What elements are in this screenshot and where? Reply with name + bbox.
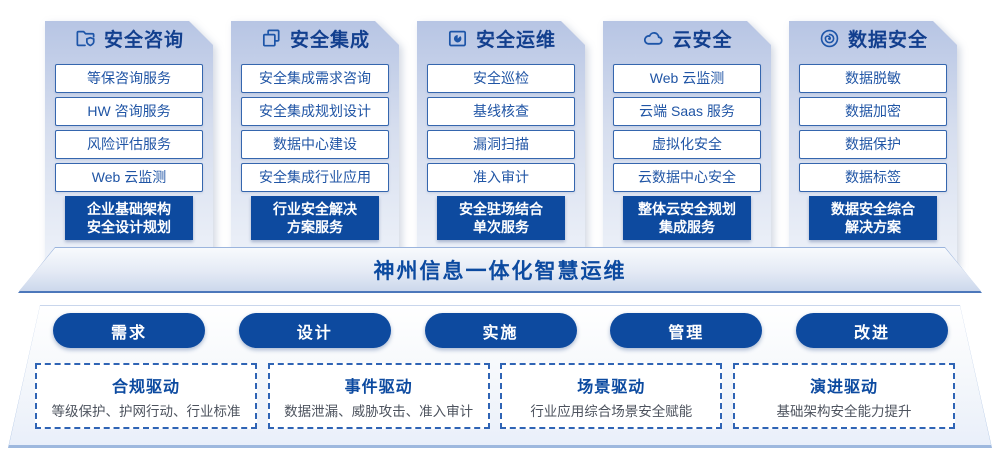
column-footer: 安全驻场结合 单次服务 xyxy=(437,196,565,240)
driver-title: 演进驱动 xyxy=(809,378,878,396)
service-item: 准入审计 xyxy=(427,163,575,192)
phase-pill-design: 设计 xyxy=(238,313,391,348)
column-header: 数据安全 xyxy=(789,21,957,55)
service-item: 虚拟化安全 xyxy=(613,130,761,159)
service-item: 等保咨询服务 xyxy=(55,64,203,93)
banner-title: 神州信息一体化智慧运维 xyxy=(373,260,627,283)
driver-title: 事件驱动 xyxy=(344,378,413,396)
column-footer: 企业基础架构 安全设计规划 xyxy=(65,196,193,240)
column-panel-cloud: 云安全 Web 云监测 云端 Saas 服务 虚拟化安全 云数据中心安全 整体云… xyxy=(603,21,771,267)
fingerprint-icon xyxy=(818,27,841,50)
service-item: 云数据中心安全 xyxy=(613,163,761,192)
service-item: 漏洞扫描 xyxy=(427,130,575,159)
service-item: 数据加密 xyxy=(799,97,947,126)
column-footer: 行业安全解决 方案服务 xyxy=(251,196,379,240)
driver-boxes: 合规驱动 等级保护、护网行动、行业标准 事件驱动 数据泄漏、威胁攻击、准入审计 … xyxy=(35,363,955,429)
service-item: 安全集成规划设计 xyxy=(241,97,389,126)
driver-desc: 等级保护、护网行动、行业标准 xyxy=(51,403,241,419)
folder-shield-icon xyxy=(74,27,97,50)
service-item: HW 咨询服务 xyxy=(55,97,203,126)
service-item: 安全巡检 xyxy=(427,64,575,93)
copy-docs-icon xyxy=(260,27,283,50)
driver-desc: 基础架构安全能力提升 xyxy=(776,403,912,419)
column-header: 安全咨询 xyxy=(45,21,213,55)
driver-desc: 数据泄漏、威胁攻击、准入审计 xyxy=(284,403,474,419)
phase-pill-implement: 实施 xyxy=(424,313,577,348)
phase-pill-improve: 改进 xyxy=(796,313,948,348)
driver-box-incident: 事件驱动 数据泄漏、威胁攻击、准入审计 xyxy=(267,363,490,429)
service-item: 数据标签 xyxy=(799,163,947,192)
column-panel-integration: 安全集成 安全集成需求咨询 安全集成规划设计 数据中心建设 安全集成行业应用 行… xyxy=(231,21,399,267)
column-panel-data: 数据安全 数据脱敏 数据加密 数据保护 数据标签 数据安全综合 解决方案 xyxy=(789,21,957,267)
driver-title: 合规驱动 xyxy=(111,378,180,396)
column-header: 云安全 xyxy=(603,21,771,55)
service-item: 数据保护 xyxy=(799,130,947,159)
column-footer: 数据安全综合 解决方案 xyxy=(809,196,937,240)
driver-box-scenario: 场景驱动 行业应用综合场景安全赋能 xyxy=(500,363,723,429)
column-title: 数据安全 xyxy=(847,29,928,51)
driver-title: 场景驱动 xyxy=(577,378,646,396)
column-footer: 整体云安全规划 集成服务 xyxy=(623,196,751,240)
banner: 神州信息一体化智慧运维 xyxy=(18,247,982,293)
service-item: 安全集成行业应用 xyxy=(241,163,389,192)
service-item: 云端 Saas 服务 xyxy=(613,97,761,126)
column-header: 安全运维 xyxy=(417,21,585,55)
driver-box-compliance: 合规驱动 等级保护、护网行动、行业标准 xyxy=(35,363,257,429)
driver-desc: 行业应用综合场景安全赋能 xyxy=(530,403,693,419)
phase-pill-demand: 需求 xyxy=(53,313,205,348)
column-panel-consulting: 安全咨询 等保咨询服务 HW 咨询服务 风险评估服务 Web 云监测 企业基础架… xyxy=(45,21,213,267)
service-item: 风险评估服务 xyxy=(55,130,203,159)
column-title: 安全咨询 xyxy=(103,29,184,51)
service-columns: 安全咨询 等保咨询服务 HW 咨询服务 风险评估服务 Web 云监测 企业基础架… xyxy=(45,8,957,254)
folder-monitor-icon xyxy=(446,27,469,50)
column-panel-operations: 安全运维 安全巡检 基线核查 漏洞扫描 准入审计 安全驻场结合 单次服务 xyxy=(417,21,585,267)
service-item: Web 云监测 xyxy=(613,64,761,93)
service-item: 数据脱敏 xyxy=(799,64,947,93)
service-item: 安全集成需求咨询 xyxy=(241,64,389,93)
phase-pills: 需求 设计 实施 管理 改进 xyxy=(53,313,948,348)
column-title: 安全集成 xyxy=(289,29,370,51)
column-header: 安全集成 xyxy=(231,21,399,55)
service-item: 基线核查 xyxy=(427,97,575,126)
column-title: 安全运维 xyxy=(475,29,556,51)
driver-box-evolution: 演进驱动 基础架构安全能力提升 xyxy=(732,363,955,429)
cloud-icon xyxy=(641,26,665,50)
service-item: Web 云监测 xyxy=(55,163,203,192)
service-item: 数据中心建设 xyxy=(241,130,389,159)
column-title: 云安全 xyxy=(672,29,733,51)
phase-pill-manage: 管理 xyxy=(610,313,763,348)
